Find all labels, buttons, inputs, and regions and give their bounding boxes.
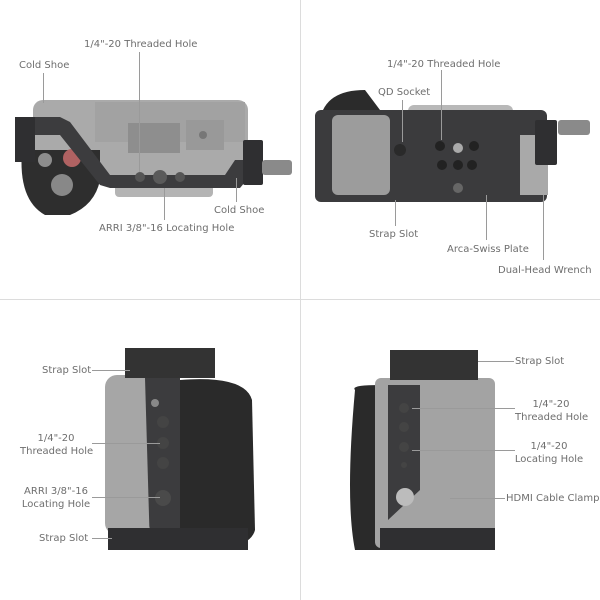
leader-line (450, 498, 505, 499)
leader-line (92, 370, 130, 371)
leader-line (412, 450, 515, 451)
panel-top-view: 1/4"-20 Threaded Hole Cold Shoe Cold Sho… (0, 0, 300, 300)
leader-line (139, 52, 140, 172)
panel-port-side-view: Strap Slot 1/4"-20 Threaded Hole 1/4"-20… (300, 300, 600, 600)
label-arri-locating-hole: ARRI 3/8"-16 Locating Hole (20, 485, 92, 511)
label-strap-slot-top: Strap Slot (42, 365, 92, 376)
leader-line (164, 188, 165, 220)
label-line-2: Locating Hole (21, 499, 91, 510)
label-strap-slot: Strap Slot (515, 356, 565, 367)
label-dual-head-wrench: Dual-Head Wrench (498, 265, 592, 276)
label-threaded-hole: 1/4"-20 Threaded Hole (515, 398, 589, 424)
label-threaded-hole: 1/4"-20 Threaded Hole (84, 39, 198, 50)
horizontal-divider (0, 299, 600, 300)
leader-line (236, 178, 237, 202)
label-line-1: 1/4"-20 (37, 433, 75, 444)
label-line-1: 1/4"-20 (530, 441, 568, 452)
leader-line (395, 200, 396, 226)
label-hdmi-cable-clamp: HDMI Cable Clamp (506, 493, 600, 504)
label-line-2: Threaded Hole (515, 412, 589, 423)
label-threaded-hole: 1/4"-20 Threaded Hole (387, 59, 501, 70)
leader-line (486, 195, 487, 240)
leader-line (92, 443, 160, 444)
panel-grip-side-view: Strap Slot 1/4"-20 Threaded Hole ARRI 3/… (0, 300, 300, 600)
vertical-divider (300, 0, 301, 600)
label-arca-swiss-plate: Arca-Swiss Plate (447, 244, 529, 255)
leader-line (412, 408, 515, 409)
leader-line (43, 73, 44, 103)
label-line-1: ARRI 3/8"-16 (24, 486, 88, 497)
camera-cage-bottom-image (315, 90, 590, 202)
camera-cage-port-side-image (350, 350, 495, 550)
leader-line (478, 361, 514, 362)
panel-bottom-view: 1/4"-20 Threaded Hole QD Socket Strap Sl… (300, 0, 600, 300)
label-cold-shoe-right: Cold Shoe (214, 205, 265, 216)
camera-cage-top-image (15, 100, 292, 215)
label-line-2: Locating Hole (514, 454, 584, 465)
label-arri-locating-hole: ARRI 3/8"-16 Locating Hole (99, 223, 235, 234)
label-locating-hole: 1/4"-20 Locating Hole (513, 440, 585, 466)
label-line-2: Threaded Hole (20, 446, 94, 457)
label-qd-socket: QD Socket (378, 87, 431, 98)
camera-cage-grip-side-image (105, 348, 255, 550)
label-line-1: 1/4"-20 (532, 399, 570, 410)
leader-line (92, 497, 160, 498)
leader-line (441, 70, 442, 140)
leader-line (543, 195, 544, 260)
label-strap-slot-bottom: Strap Slot (39, 533, 89, 544)
label-threaded-hole: 1/4"-20 Threaded Hole (20, 432, 94, 458)
label-strap-slot: Strap Slot (369, 229, 419, 240)
label-cold-shoe-left: Cold Shoe (19, 60, 70, 71)
leader-line (92, 538, 112, 539)
leader-line (402, 100, 403, 142)
